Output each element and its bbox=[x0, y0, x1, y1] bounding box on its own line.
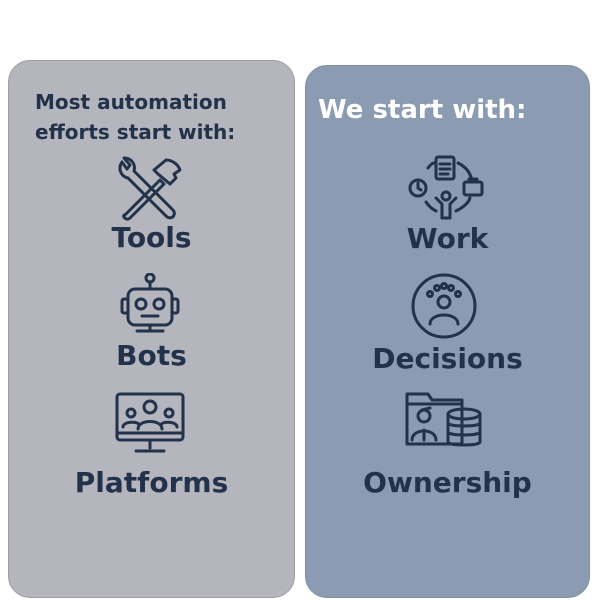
left-panel-heading: Most automation efforts start with: bbox=[35, 90, 236, 144]
left-panel: Most automation efforts start with: Tool… bbox=[8, 60, 295, 598]
platform-monitor-icon bbox=[115, 392, 185, 453]
work-label: Work bbox=[406, 222, 489, 255]
platforms-label: Platforms bbox=[74, 466, 229, 499]
decisions-label: Decisions bbox=[372, 342, 523, 375]
ownership-label: Ownership bbox=[363, 466, 532, 499]
bots-label: Bots bbox=[116, 339, 187, 372]
decision-person-icon bbox=[411, 273, 477, 339]
work-cycle-icon bbox=[408, 155, 484, 220]
tools-label: Tools bbox=[111, 221, 192, 254]
robot-icon bbox=[120, 273, 180, 333]
ownership-database-icon bbox=[405, 392, 482, 447]
right-panel-heading: We start with: bbox=[318, 95, 527, 125]
tools-icon bbox=[118, 156, 182, 221]
right-panel: We start with: Work Decisions bbox=[305, 65, 590, 598]
